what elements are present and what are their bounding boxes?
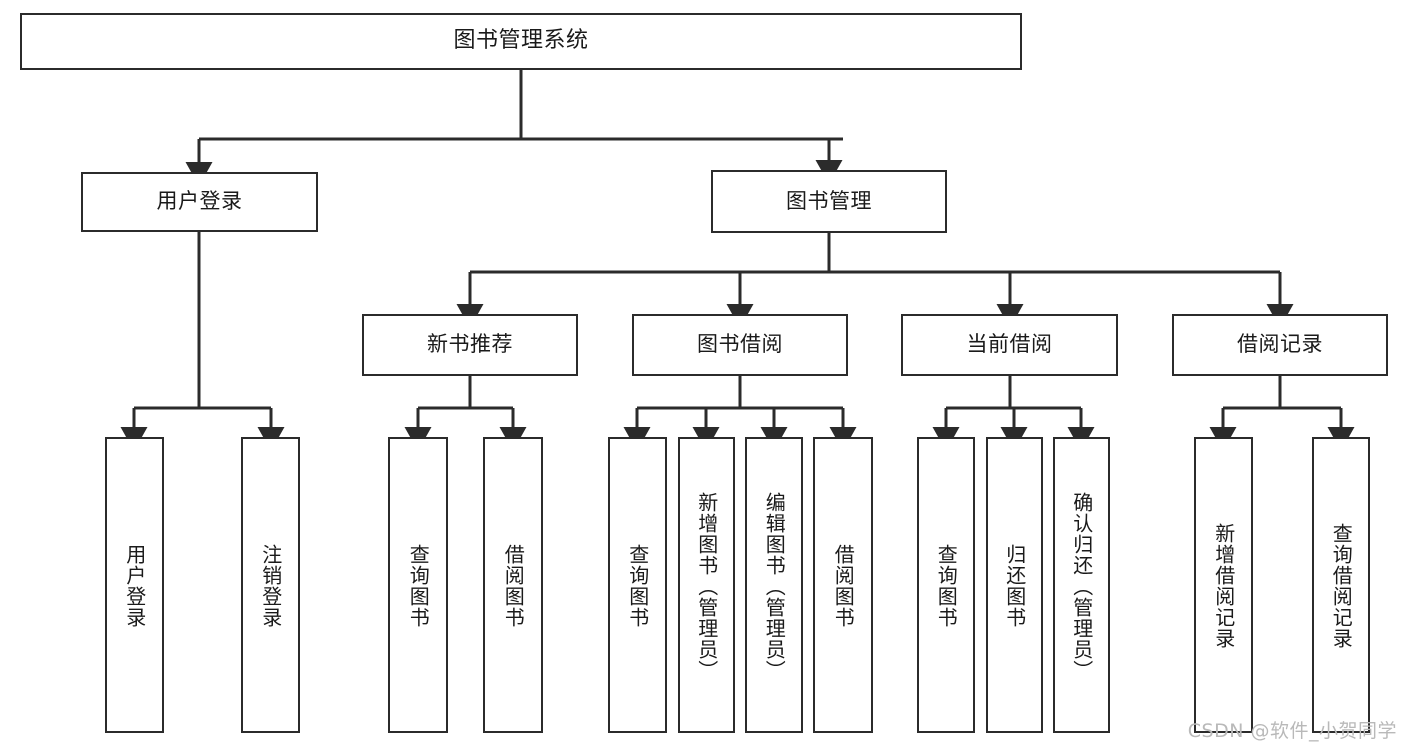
node-leaf-borrow-book-2-label: 借阅图书	[831, 544, 856, 628]
node-leaf-user-login-label: 用户登录	[122, 544, 147, 628]
node-leaf-query-book-1[interactable]: 查询图书	[388, 437, 448, 733]
node-leaf-add-record[interactable]: 新增借阅记录	[1194, 437, 1253, 733]
node-book-borrow[interactable]: 图书借阅	[632, 314, 848, 376]
node-book-borrow-label: 图书借阅	[697, 332, 783, 357]
node-leaf-query-book-3-label: 查询图书	[934, 544, 959, 628]
node-leaf-query-record[interactable]: 查询借阅记录	[1312, 437, 1370, 733]
node-leaf-borrow-book-1[interactable]: 借阅图书	[483, 437, 543, 733]
node-current-borrow-label: 当前借阅	[966, 332, 1053, 357]
node-book-manage-label: 图书管理	[786, 188, 872, 213]
node-leaf-query-book-3[interactable]: 查询图书	[917, 437, 975, 733]
node-borrow-record-label: 借阅记录	[1237, 332, 1323, 357]
node-new-book-recommend-label: 新书推荐	[427, 332, 513, 357]
node-user-login[interactable]: 用户登录	[81, 172, 318, 232]
node-leaf-return-book-label: 归还图书	[1002, 544, 1027, 628]
node-leaf-query-book-2-label: 查询图书	[625, 544, 650, 628]
node-leaf-return-book[interactable]: 归还图书	[986, 437, 1043, 733]
node-leaf-add-book[interactable]: 新增图书（管理员）	[678, 437, 735, 733]
node-leaf-borrow-book-1-label: 借阅图书	[501, 544, 526, 628]
node-new-book-recommend[interactable]: 新书推荐	[362, 314, 578, 376]
node-current-borrow[interactable]: 当前借阅	[901, 314, 1118, 376]
node-book-manage[interactable]: 图书管理	[711, 170, 947, 233]
watermark: CSDN @软件_小贺同学	[1187, 720, 1397, 742]
node-leaf-borrow-book-2[interactable]: 借阅图书	[813, 437, 873, 733]
node-leaf-confirm-return[interactable]: 确认归还（管理员）	[1053, 437, 1110, 733]
node-leaf-add-book-label: 新增图书（管理员）	[694, 491, 719, 681]
node-leaf-logout-label: 注销登录	[258, 544, 283, 628]
node-borrow-record[interactable]: 借阅记录	[1172, 314, 1388, 376]
node-leaf-query-book-1-label: 查询图书	[406, 544, 431, 628]
node-user-login-label: 用户登录	[156, 189, 243, 214]
node-leaf-confirm-return-label: 确认归还（管理员）	[1069, 491, 1094, 681]
node-leaf-query-record-label: 查询借阅记录	[1329, 523, 1354, 649]
node-root-label: 图书管理系统	[453, 28, 589, 54]
node-leaf-edit-book-label: 编辑图书（管理员）	[762, 491, 787, 681]
node-leaf-user-login[interactable]: 用户登录	[105, 437, 164, 733]
node-root[interactable]: 图书管理系统	[20, 13, 1022, 70]
node-leaf-query-book-2[interactable]: 查询图书	[608, 437, 667, 733]
node-leaf-add-record-label: 新增借阅记录	[1211, 523, 1236, 649]
node-leaf-logout[interactable]: 注销登录	[241, 437, 300, 733]
node-leaf-edit-book[interactable]: 编辑图书（管理员）	[745, 437, 803, 733]
